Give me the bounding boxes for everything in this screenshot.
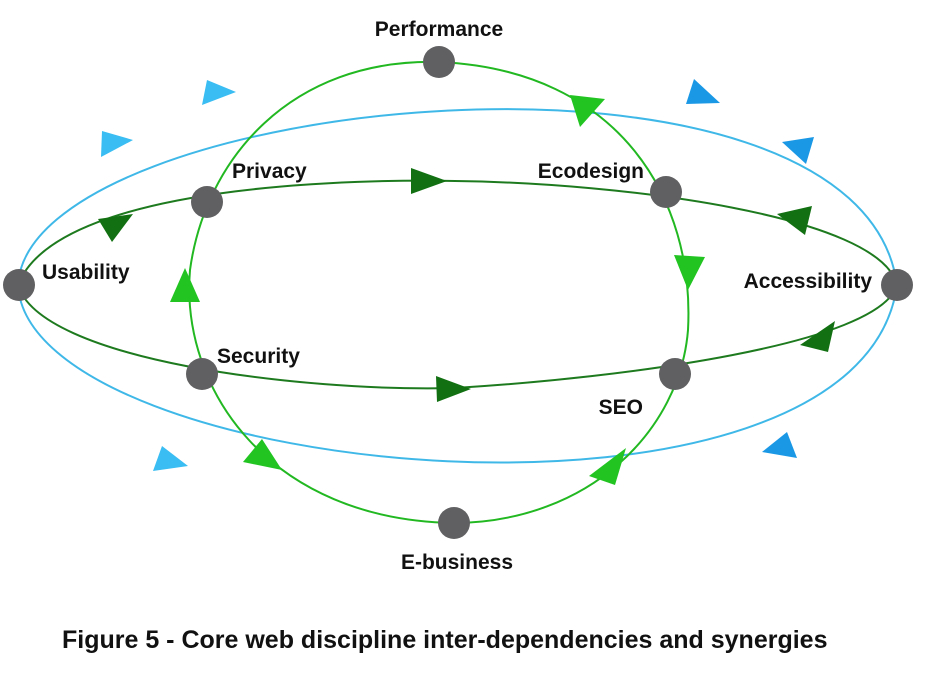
label-security: Security [217,345,300,368]
dark-green-arrow-top-middle [411,168,447,194]
label-performance: Performance [375,18,503,41]
outer-arrow-left-upper [101,131,133,157]
outer-arrow-right-upper [782,137,814,164]
dark-green-arrow-right-lower [800,321,835,352]
light-green-loop [170,60,705,525]
label-privacy: Privacy [232,160,307,183]
node-ecodesign [650,176,682,208]
node-seo [659,358,691,390]
light-green-arrow-top-right [570,95,605,127]
node-security [186,358,218,390]
label-accessibility: Accessibility [744,270,873,293]
light-green-arrow-right [674,255,705,290]
node-performance [423,46,455,78]
figure-caption: Figure 5 - Core web discipline inter-dep… [62,626,828,654]
dark-green-arrow-right-upper [777,206,812,235]
node-accessibility [881,269,913,301]
dark-green-arrow-bottom-middle [436,376,471,402]
dark-green-arrow-left-upper [98,214,133,242]
outer-arrow-top-right [686,79,720,104]
light-green-arrow-bottom-left [243,439,282,470]
outer-arrow-bottom-left [153,446,188,471]
light-green-arrow-bottom-right [589,448,626,485]
nodes [3,46,913,539]
node-ebusiness [438,507,470,539]
outer-arrow-top-left [202,80,236,105]
label-ecodesign: Ecodesign [538,160,644,183]
node-labels: Performance Privacy Ecodesign Usability … [42,18,872,574]
node-privacy [191,186,223,218]
light-green-arrow-left [170,268,200,302]
label-seo: SEO [599,396,643,419]
label-usability: Usability [42,261,130,284]
outer-arrow-bottom-right [762,432,797,458]
label-ebusiness: E-business [401,551,513,574]
node-usability [3,269,35,301]
